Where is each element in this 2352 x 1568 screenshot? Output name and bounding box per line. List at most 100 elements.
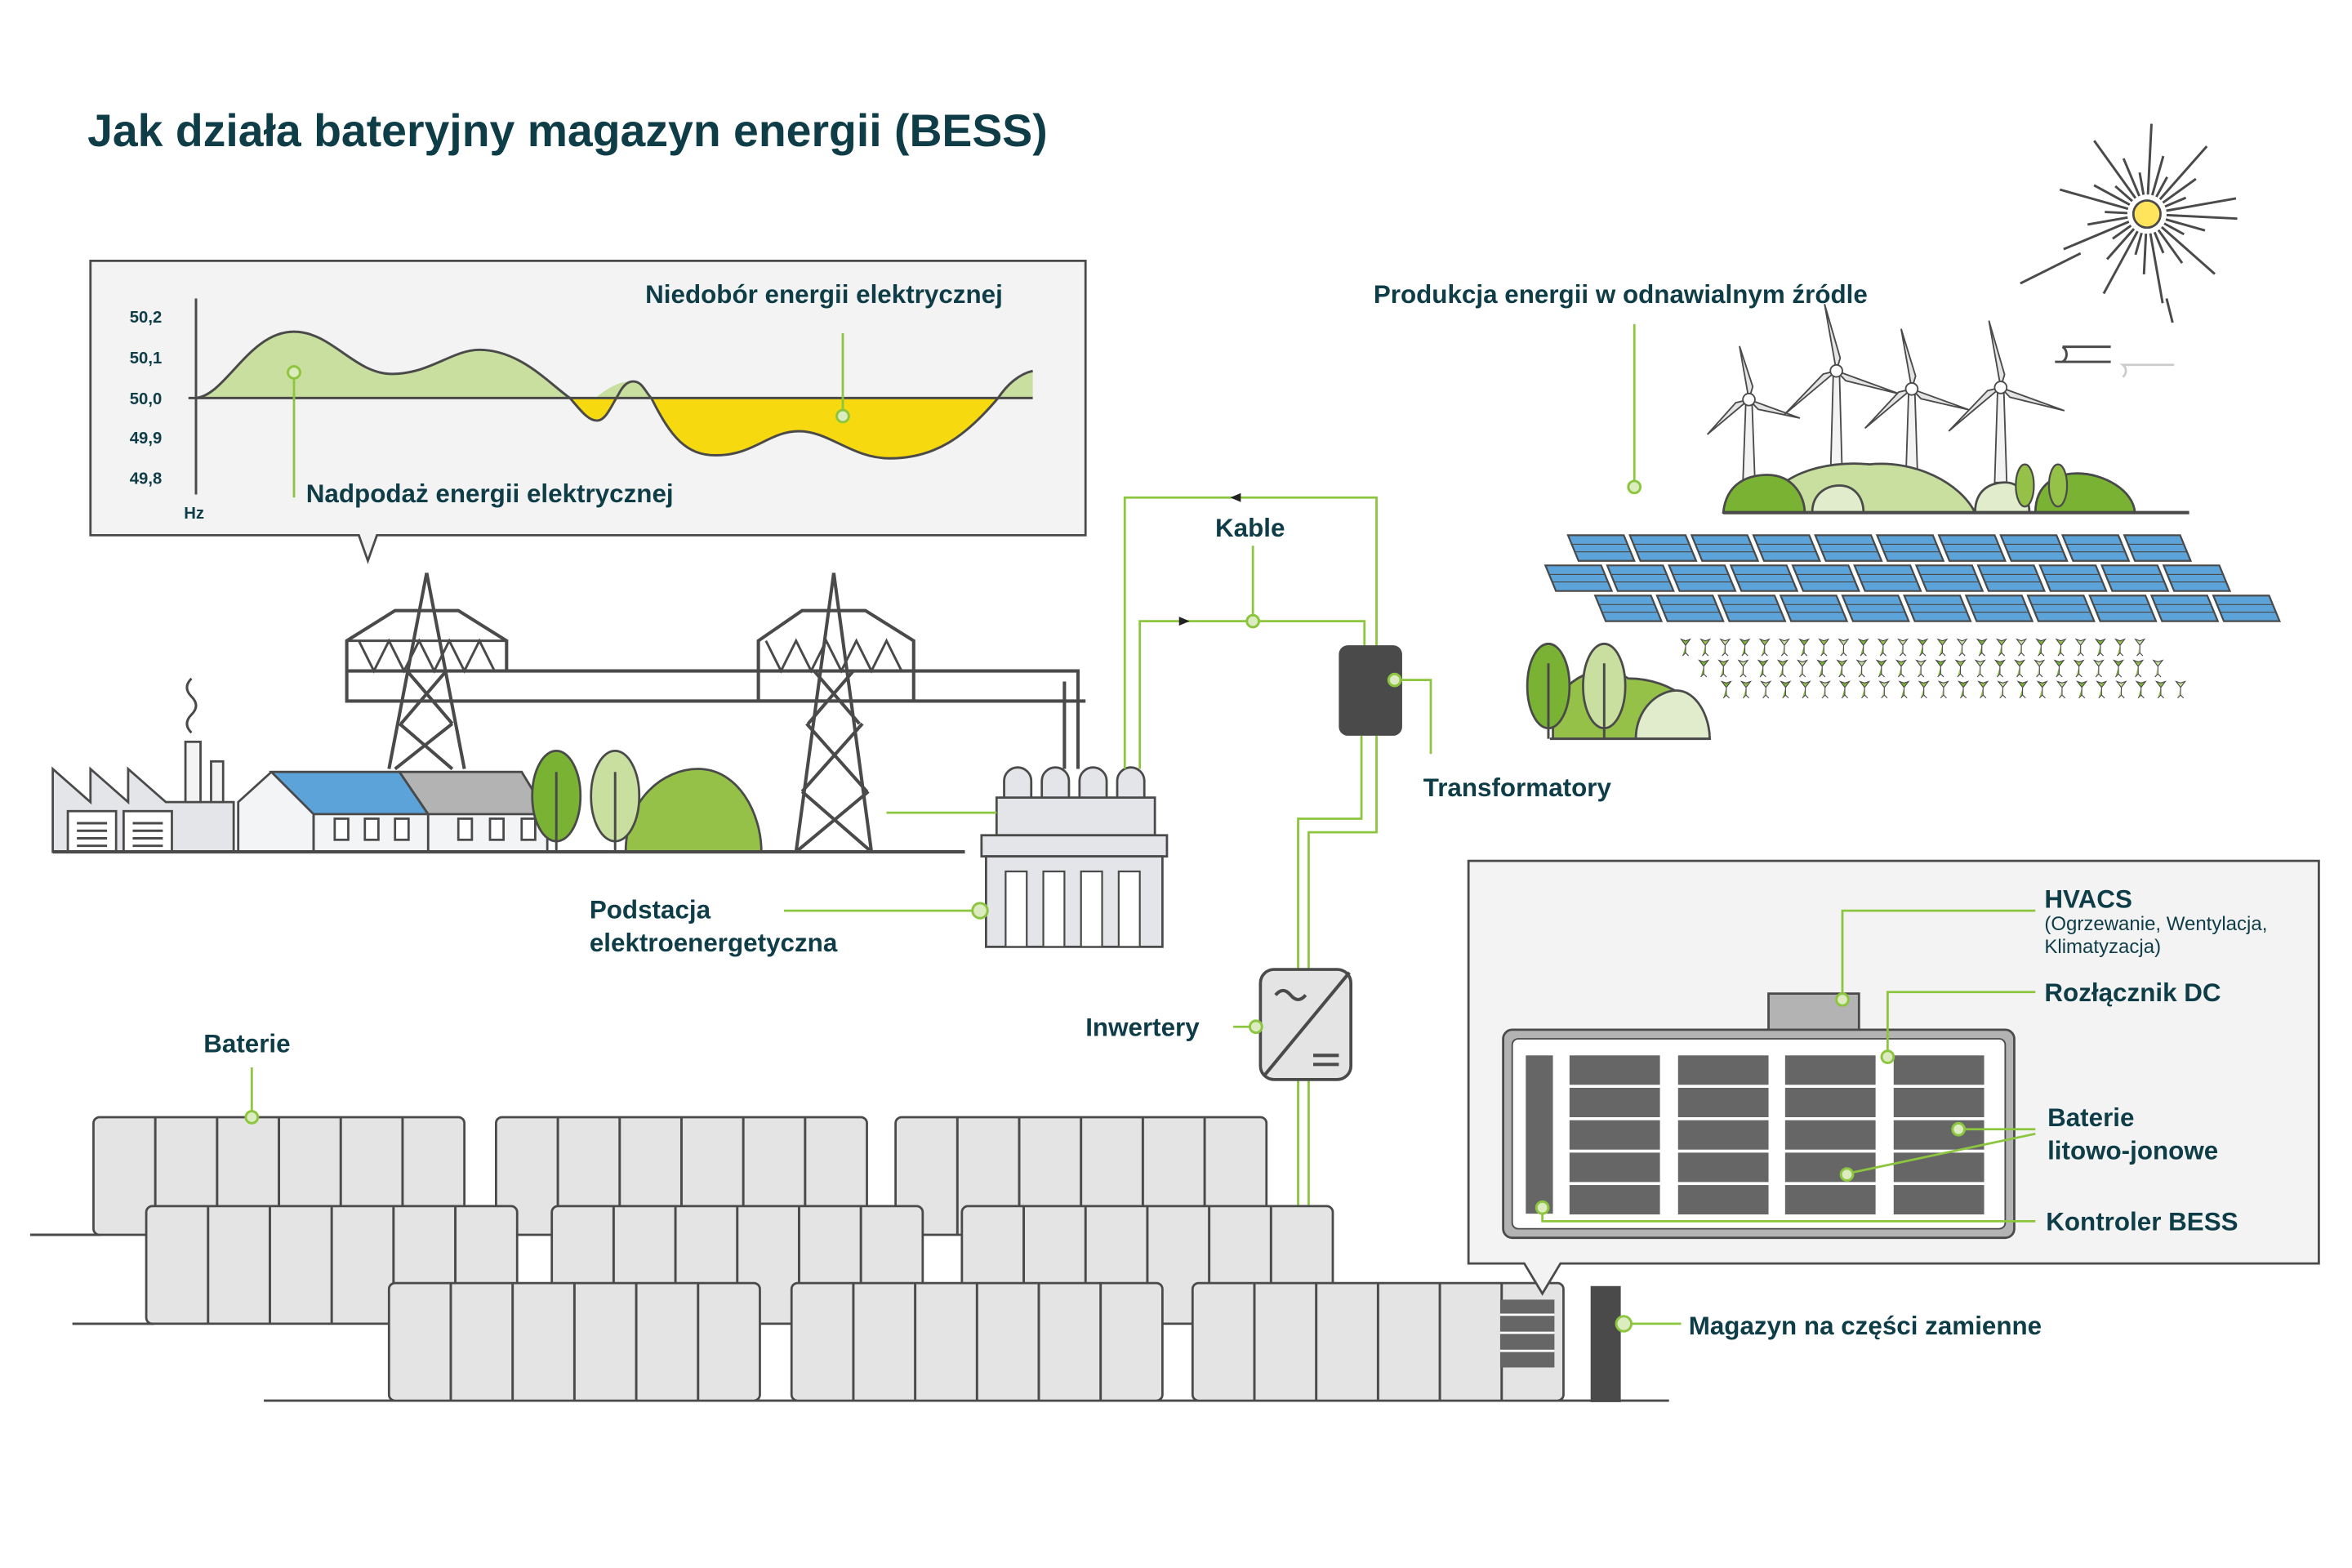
house-solar-icon [237,770,430,853]
sun-ray [2138,172,2145,195]
spare-parts-marker[interactable] [1615,1315,1633,1333]
crop-plant-icon [1760,680,1772,699]
solar-panel [1999,534,2069,562]
transformer-icon [1339,645,1402,736]
sun-ray [2102,230,2139,295]
crop-plant-icon [1798,638,1811,657]
crop-plant-icon [1838,680,1851,699]
battery-module [1893,1088,1984,1117]
crop-plant-icon [1780,680,1792,699]
y-tick: 50,0 [130,390,163,408]
crop-plant-icon [2073,659,2085,678]
batteries-marker[interactable] [244,1110,260,1125]
renewable-marker[interactable] [1627,479,1642,495]
crop-plant-icon [1757,659,1769,678]
solar-panel [1717,595,1787,622]
crop-plant-icon [1915,659,1927,678]
sun-ray [2063,220,2130,251]
crop-plant-icon [2135,680,2147,699]
crop-plant-icon [1818,638,1830,657]
crop-plant-icon [2074,638,2087,657]
solar-panel [1791,564,1860,592]
crop-plant-icon [1895,659,1908,678]
sun-ray [2149,233,2164,304]
crop-plant-icon [2094,638,2106,657]
crop-plant-icon [1699,638,1712,657]
crop-plant-icon [1737,659,1749,678]
controller-label: Kontroler BESS [2046,1207,2238,1236]
sun-ray [2093,184,2131,206]
cables-marker[interactable] [1245,613,1261,629]
hvacs-sub-1: (Ogrzewanie, Wentylacja, [2044,913,2267,935]
crop-plant-icon [2053,659,2065,678]
sun-ray [2153,231,2165,254]
spare-parts-label: Magazyn na części zamienne [1689,1312,2042,1340]
wind-icon [2055,345,2175,378]
crop-plant-icon [1878,680,1891,699]
battery-module [1677,1120,1769,1150]
crop-plant-icon [2114,638,2127,657]
crop-plant-icon [2115,680,2127,699]
y-tick: 50,2 [130,309,163,327]
battery-module [1784,1120,1876,1150]
wind-turbine-icon [1706,345,1801,483]
crop-plant-icon [1758,638,1771,657]
sun-ray [2165,218,2206,232]
hvacs-marker[interactable] [1835,992,1850,1007]
solar-panel [1914,564,1984,592]
sun-icon [2020,123,2238,323]
solar-panel [2149,595,2220,622]
transformer-marker[interactable] [1387,672,1402,688]
crop-plant-icon [2035,638,2047,657]
crop-plant-icon [1918,680,1930,699]
crop-plant-icon [1956,638,1968,657]
wind-turbine-icon [1864,328,1970,483]
substation-label-2: elektroenergetyczna [590,929,838,957]
trees-icon [1526,642,1712,741]
solar-panel [2162,564,2232,592]
power-pylon-icon [756,572,1067,853]
crop-plant-icon [2076,680,2088,699]
crop-plant-icon [2036,680,2048,699]
house-icon [397,770,550,853]
battery-module [1569,1152,1660,1183]
sun-ray [2122,158,2140,197]
trees-icon [531,750,763,853]
sun-ray [2146,123,2153,195]
transformers-label: Transformatory [1423,773,1612,802]
sun-ray [2134,232,2143,256]
sun-ray [2165,298,2174,323]
wind-turbines [1706,304,2065,483]
sun-ray [2166,213,2238,220]
hvacs-sub-2: Klimatyzacja) [2044,936,2161,958]
solar-panel [1976,564,2047,592]
crop-plant-icon [2034,659,2046,678]
crops [1679,638,2187,699]
crop-plant-icon [1935,659,1947,678]
substation-marker[interactable] [971,902,989,920]
sun-ray [2059,188,2129,211]
solar-panel [1964,595,2034,622]
crop-plant-icon [2016,680,2029,699]
sun-ray [2163,222,2185,236]
crop-plant-icon [1720,680,1732,699]
dc-switch-marker[interactable] [1880,1049,1895,1065]
batteries-label: Baterie [203,1030,290,1058]
controller-marker[interactable] [1535,1200,1550,1215]
surplus-marker[interactable] [287,365,301,380]
crop-plant-icon [2096,680,2108,699]
battery-container-icon [790,1281,1164,1402]
inverter-marker[interactable] [1248,1019,1263,1035]
arrow-left-icon [1230,492,1241,502]
battery-module [1784,1088,1876,1117]
surplus-label: Nadpodaż energii elektrycznej [306,479,674,508]
solar-panel-icon [1544,534,2282,622]
deficit-marker[interactable] [835,408,850,424]
solar-panel [1566,534,1636,562]
solar-panel [1593,595,1664,622]
battery-module [1677,1055,1769,1085]
sun-ray [2105,228,2136,261]
li-ion-marker[interactable] [1839,1167,1855,1183]
li-ion-marker[interactable] [1951,1121,1967,1137]
battery-module [1893,1152,1984,1183]
